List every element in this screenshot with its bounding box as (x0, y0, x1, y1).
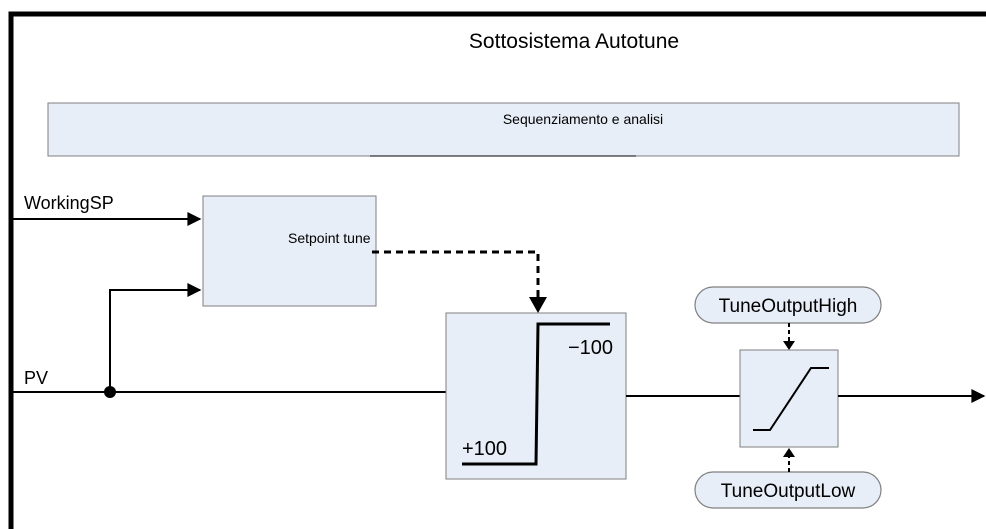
subsystem-title: Sottosistema Autotune (469, 30, 679, 53)
tune-output-low-label: TuneOutputLow (721, 481, 856, 502)
pv-branch-to-setpoint (109, 283, 202, 392)
subsystem-frame (8, 11, 986, 529)
setpoint-to-relay-arrowhead (529, 297, 547, 313)
setpoint-tune-block (202, 195, 377, 307)
working-sp-label: WorkingSP (24, 193, 114, 213)
tune-output-high-label: TuneOutputHigh (719, 296, 858, 317)
setpoint-tune-label: Setpoint tune (288, 230, 371, 246)
relay-characteristic (462, 322, 610, 466)
relay-upper-value: −100 (568, 337, 613, 359)
limiter-characteristic (753, 367, 829, 431)
output-limiter-block (739, 349, 839, 448)
tune-output-high-arrowhead (783, 341, 795, 350)
tune-output-low-arrowhead (783, 448, 795, 457)
relay-lower-value: +100 (462, 438, 507, 460)
pv-label: PV (24, 368, 48, 388)
sequencing-analysis-label: Sequenziamento e analisi (503, 111, 663, 127)
setpoint-to-relay-dashed-link (372, 250, 540, 300)
